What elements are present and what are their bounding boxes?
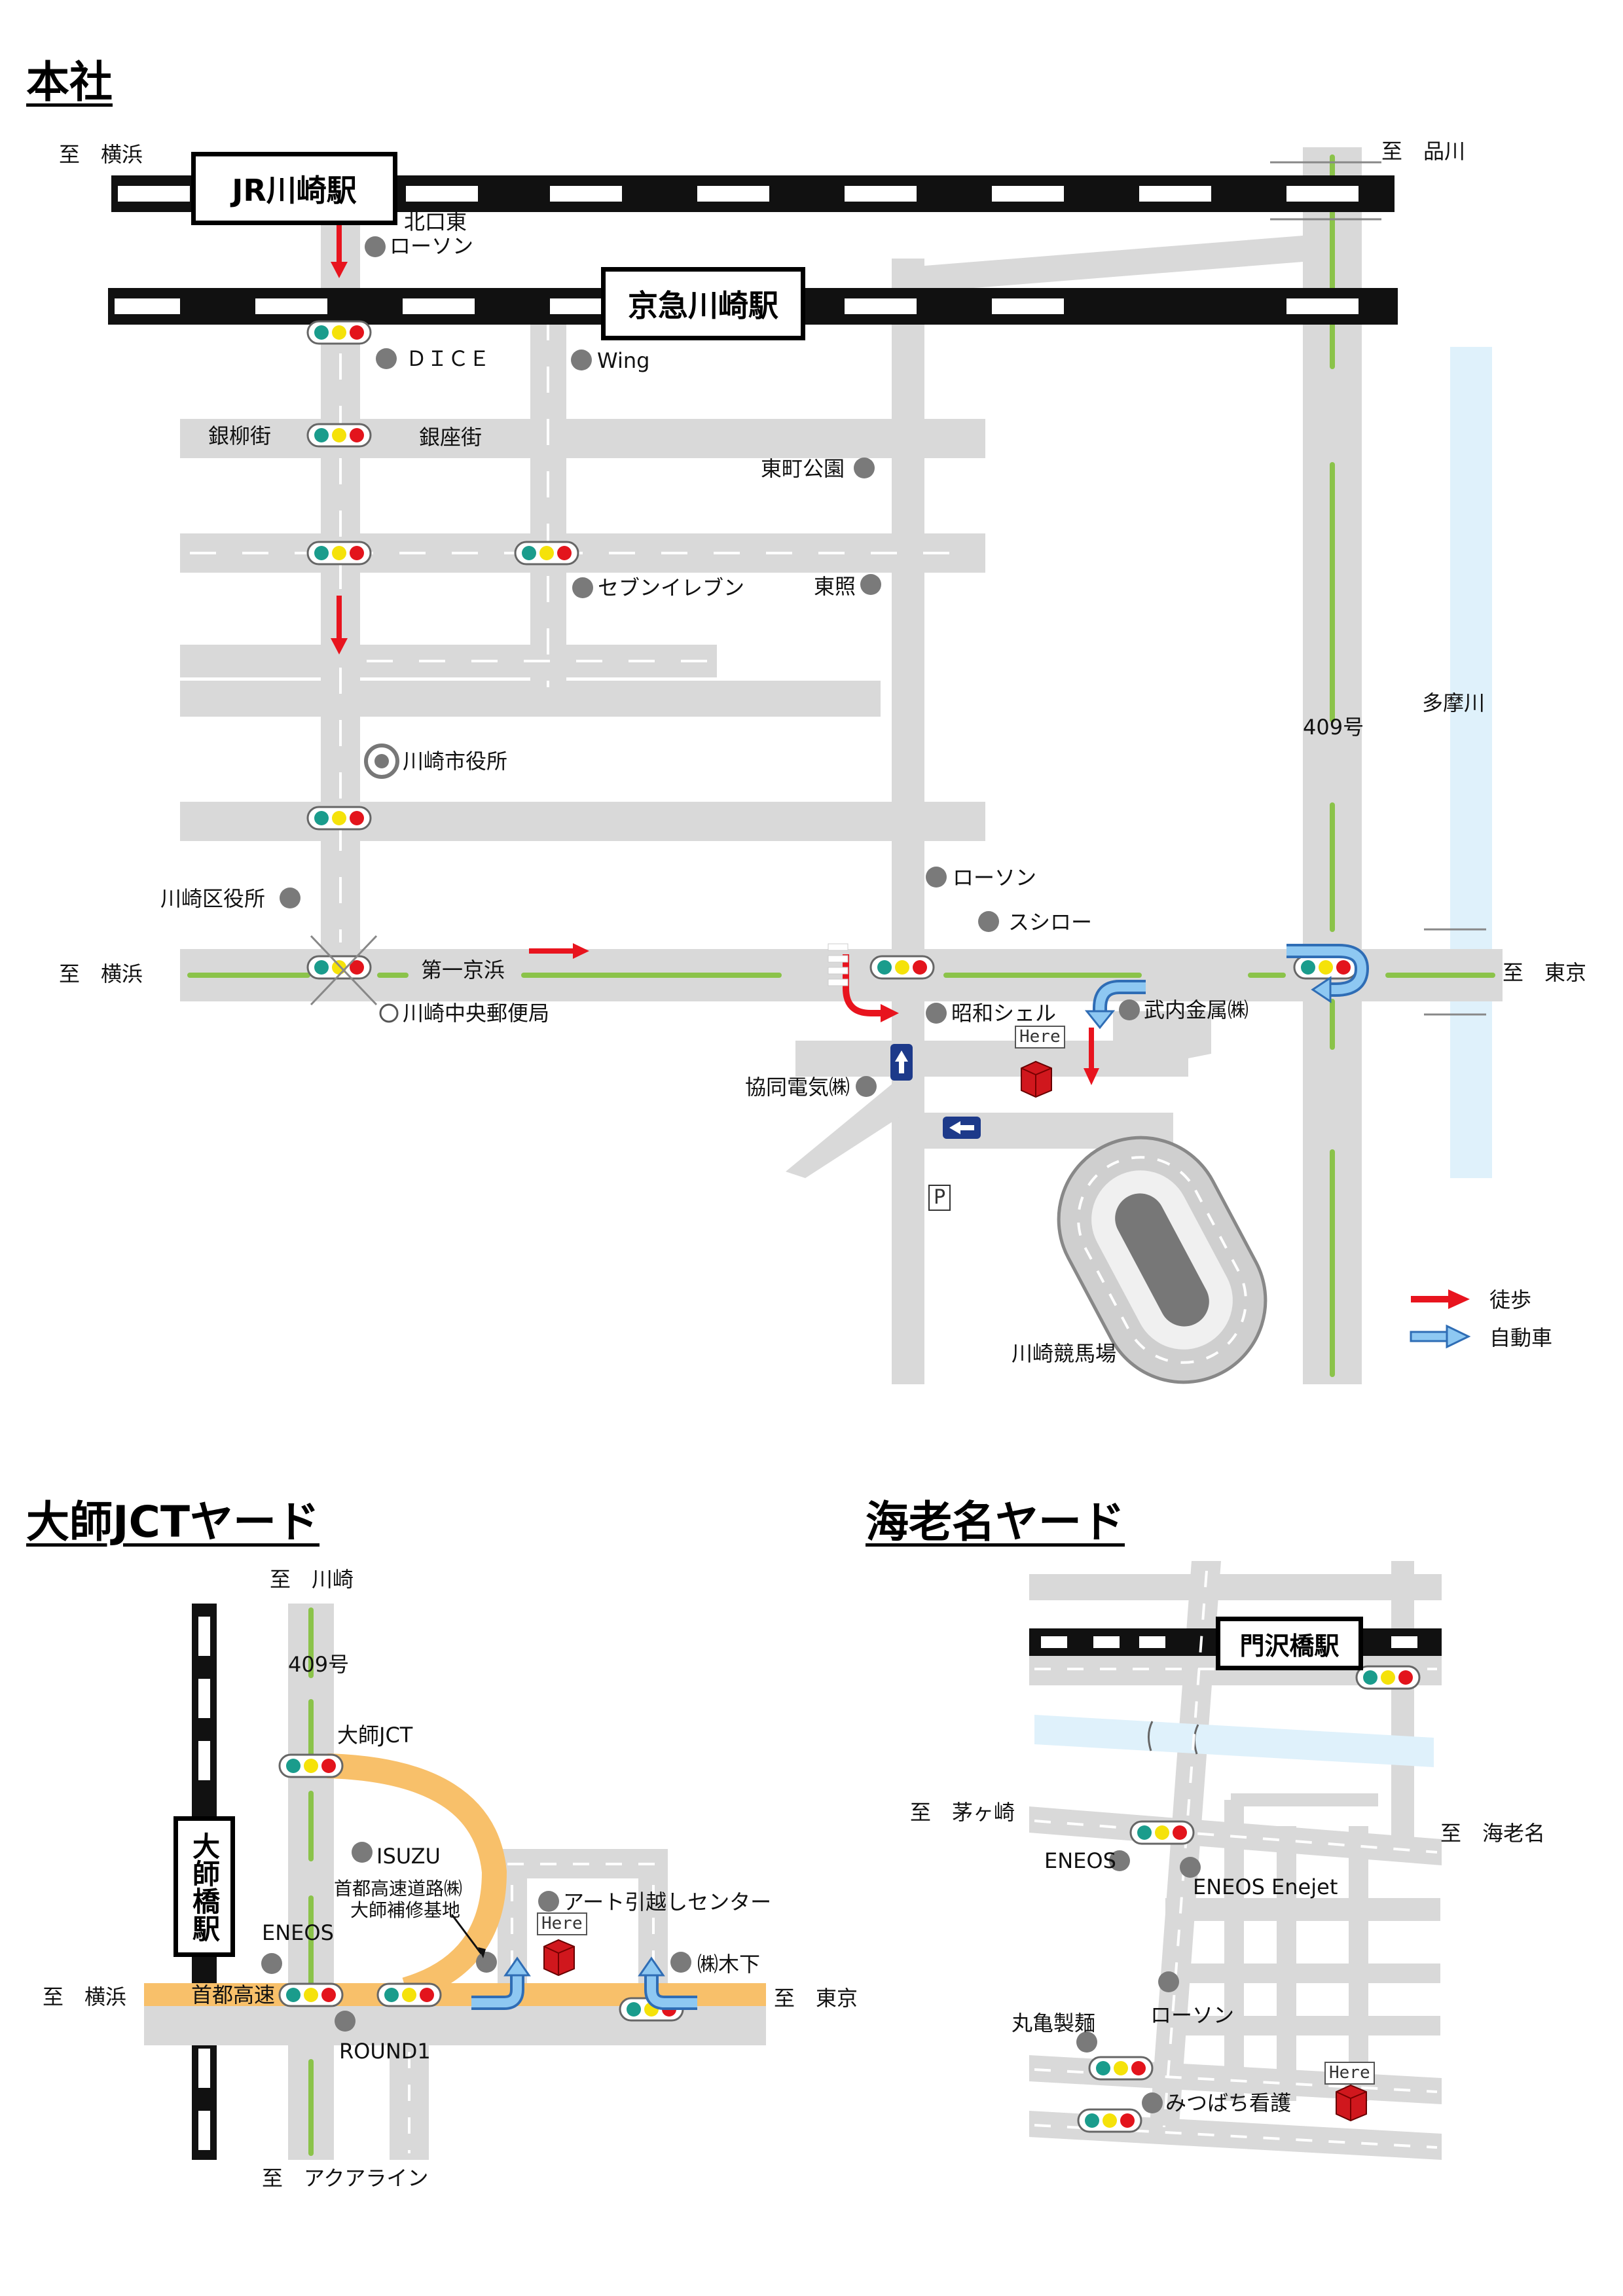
dir-shinagawa: 至 品川 (1381, 139, 1466, 164)
label-shuto-base-1: 首都高速道路㈱ (334, 1878, 463, 1899)
label-seven-eleven: セブンイレブン (598, 575, 745, 600)
label-kinoshita: ㈱木下 (697, 1952, 761, 1977)
label-lawson-ebina: ローソン (1150, 2003, 1235, 2028)
label-racecourse: 川崎競馬場 (1012, 1341, 1117, 1366)
daishi-map (144, 1604, 766, 2160)
here-marker-ebina: Here (1324, 2062, 1375, 2085)
dir-aqualine: 至 アクアライン (262, 2166, 429, 2191)
section-title-honsha: 本社 (26, 57, 113, 107)
label-round1: ROUND1 (339, 2039, 431, 2064)
section-title-ebina: 海老名ヤード (866, 1497, 1125, 1547)
label-isuzu: ISUZU (376, 1844, 441, 1869)
dir-yokohama-top: 至 横浜 (59, 142, 143, 167)
dir-yokohama-mid: 至 横浜 (59, 961, 143, 986)
label-ginyanagi: 銀柳街 (208, 423, 272, 448)
label-kitaguchi: 北口東 (404, 209, 467, 234)
label-eneos-enejet: ENEOS Enejet (1193, 1874, 1338, 1899)
dir-ebina: 至 海老名 (1440, 1821, 1546, 1846)
label-mitsubachi: みつばち看護 (1165, 2090, 1292, 2115)
jr-kawasaki-station: JR川崎駅 (191, 152, 397, 225)
label-lawson-1: ローソン (390, 234, 474, 259)
kawasaki-racecourse (1057, 1136, 1267, 1384)
label-showa-shell: 昭和シェル (951, 1001, 1057, 1026)
honsha-map (108, 147, 1503, 1384)
label-tosho: 東照 (814, 574, 856, 599)
legend-car: 自動車 (1489, 1325, 1553, 1350)
label-art-moving: アート引越しセンター (563, 1890, 772, 1914)
monzawabashi-station: 門沢橋駅 (1216, 1617, 1363, 1670)
legend-walk: 徒歩 (1489, 1287, 1532, 1312)
here-marker-honsha: Here (1015, 1026, 1065, 1049)
dir-kawasaki: 至 川崎 (270, 1567, 354, 1592)
dir-tokyo: 至 東京 (1503, 960, 1587, 985)
label-kyodo-denki: 協同電気㈱ (745, 1075, 850, 1100)
label-takeuchi: 武内金属㈱ (1144, 997, 1249, 1022)
label-city-hall: 川崎市役所 (403, 749, 508, 774)
label-eneos-ebina: ENEOS (1044, 1848, 1116, 1873)
label-route-409: 409号 (1303, 715, 1364, 740)
label-ginza: 銀座街 (419, 425, 483, 450)
section-title-daishi: 大師JCTヤード (26, 1497, 320, 1547)
label-marugame: 丸亀製麺 (1012, 2011, 1096, 2036)
here-marker-daishi: Here (537, 1912, 587, 1935)
label-dice: ＤＩＣＥ (406, 346, 490, 371)
label-post-office: 川崎中央郵便局 (403, 1001, 550, 1026)
dir-yokohama-daishi: 至 横浜 (43, 1984, 127, 2009)
dir-chigasaki: 至 茅ヶ崎 (910, 1800, 1015, 1825)
label-eneos-daishi: ENEOS (262, 1920, 334, 1945)
label-shuto-base-2: 大師補修基地 (350, 1899, 461, 1921)
label-route-409-daishi: 409号 (288, 1652, 350, 1677)
label-lawson-2: ローソン (953, 865, 1037, 890)
label-tama-river: 多摩川 (1422, 691, 1486, 715)
label-daiichi-keihin: 第一京浜 (421, 958, 505, 982)
daishibashi-station: 大師橋駅 (173, 1816, 235, 1957)
label-ward-office: 川崎区役所 (160, 886, 266, 911)
parking-sign: P (928, 1185, 951, 1211)
label-wing: Wing (597, 348, 650, 373)
keikyu-kawasaki-station: 京急川崎駅 (601, 267, 805, 340)
label-daishi-jct: 大師JCT (337, 1723, 413, 1748)
label-shuto-expressway: 首都高速 (191, 1982, 276, 2007)
label-higashimachi-park: 東町公園 (761, 456, 845, 481)
tama-river (1450, 347, 1492, 1178)
label-sushiro: スシロー (1008, 910, 1093, 935)
dir-tokyo-daishi: 至 東京 (774, 1986, 858, 2011)
